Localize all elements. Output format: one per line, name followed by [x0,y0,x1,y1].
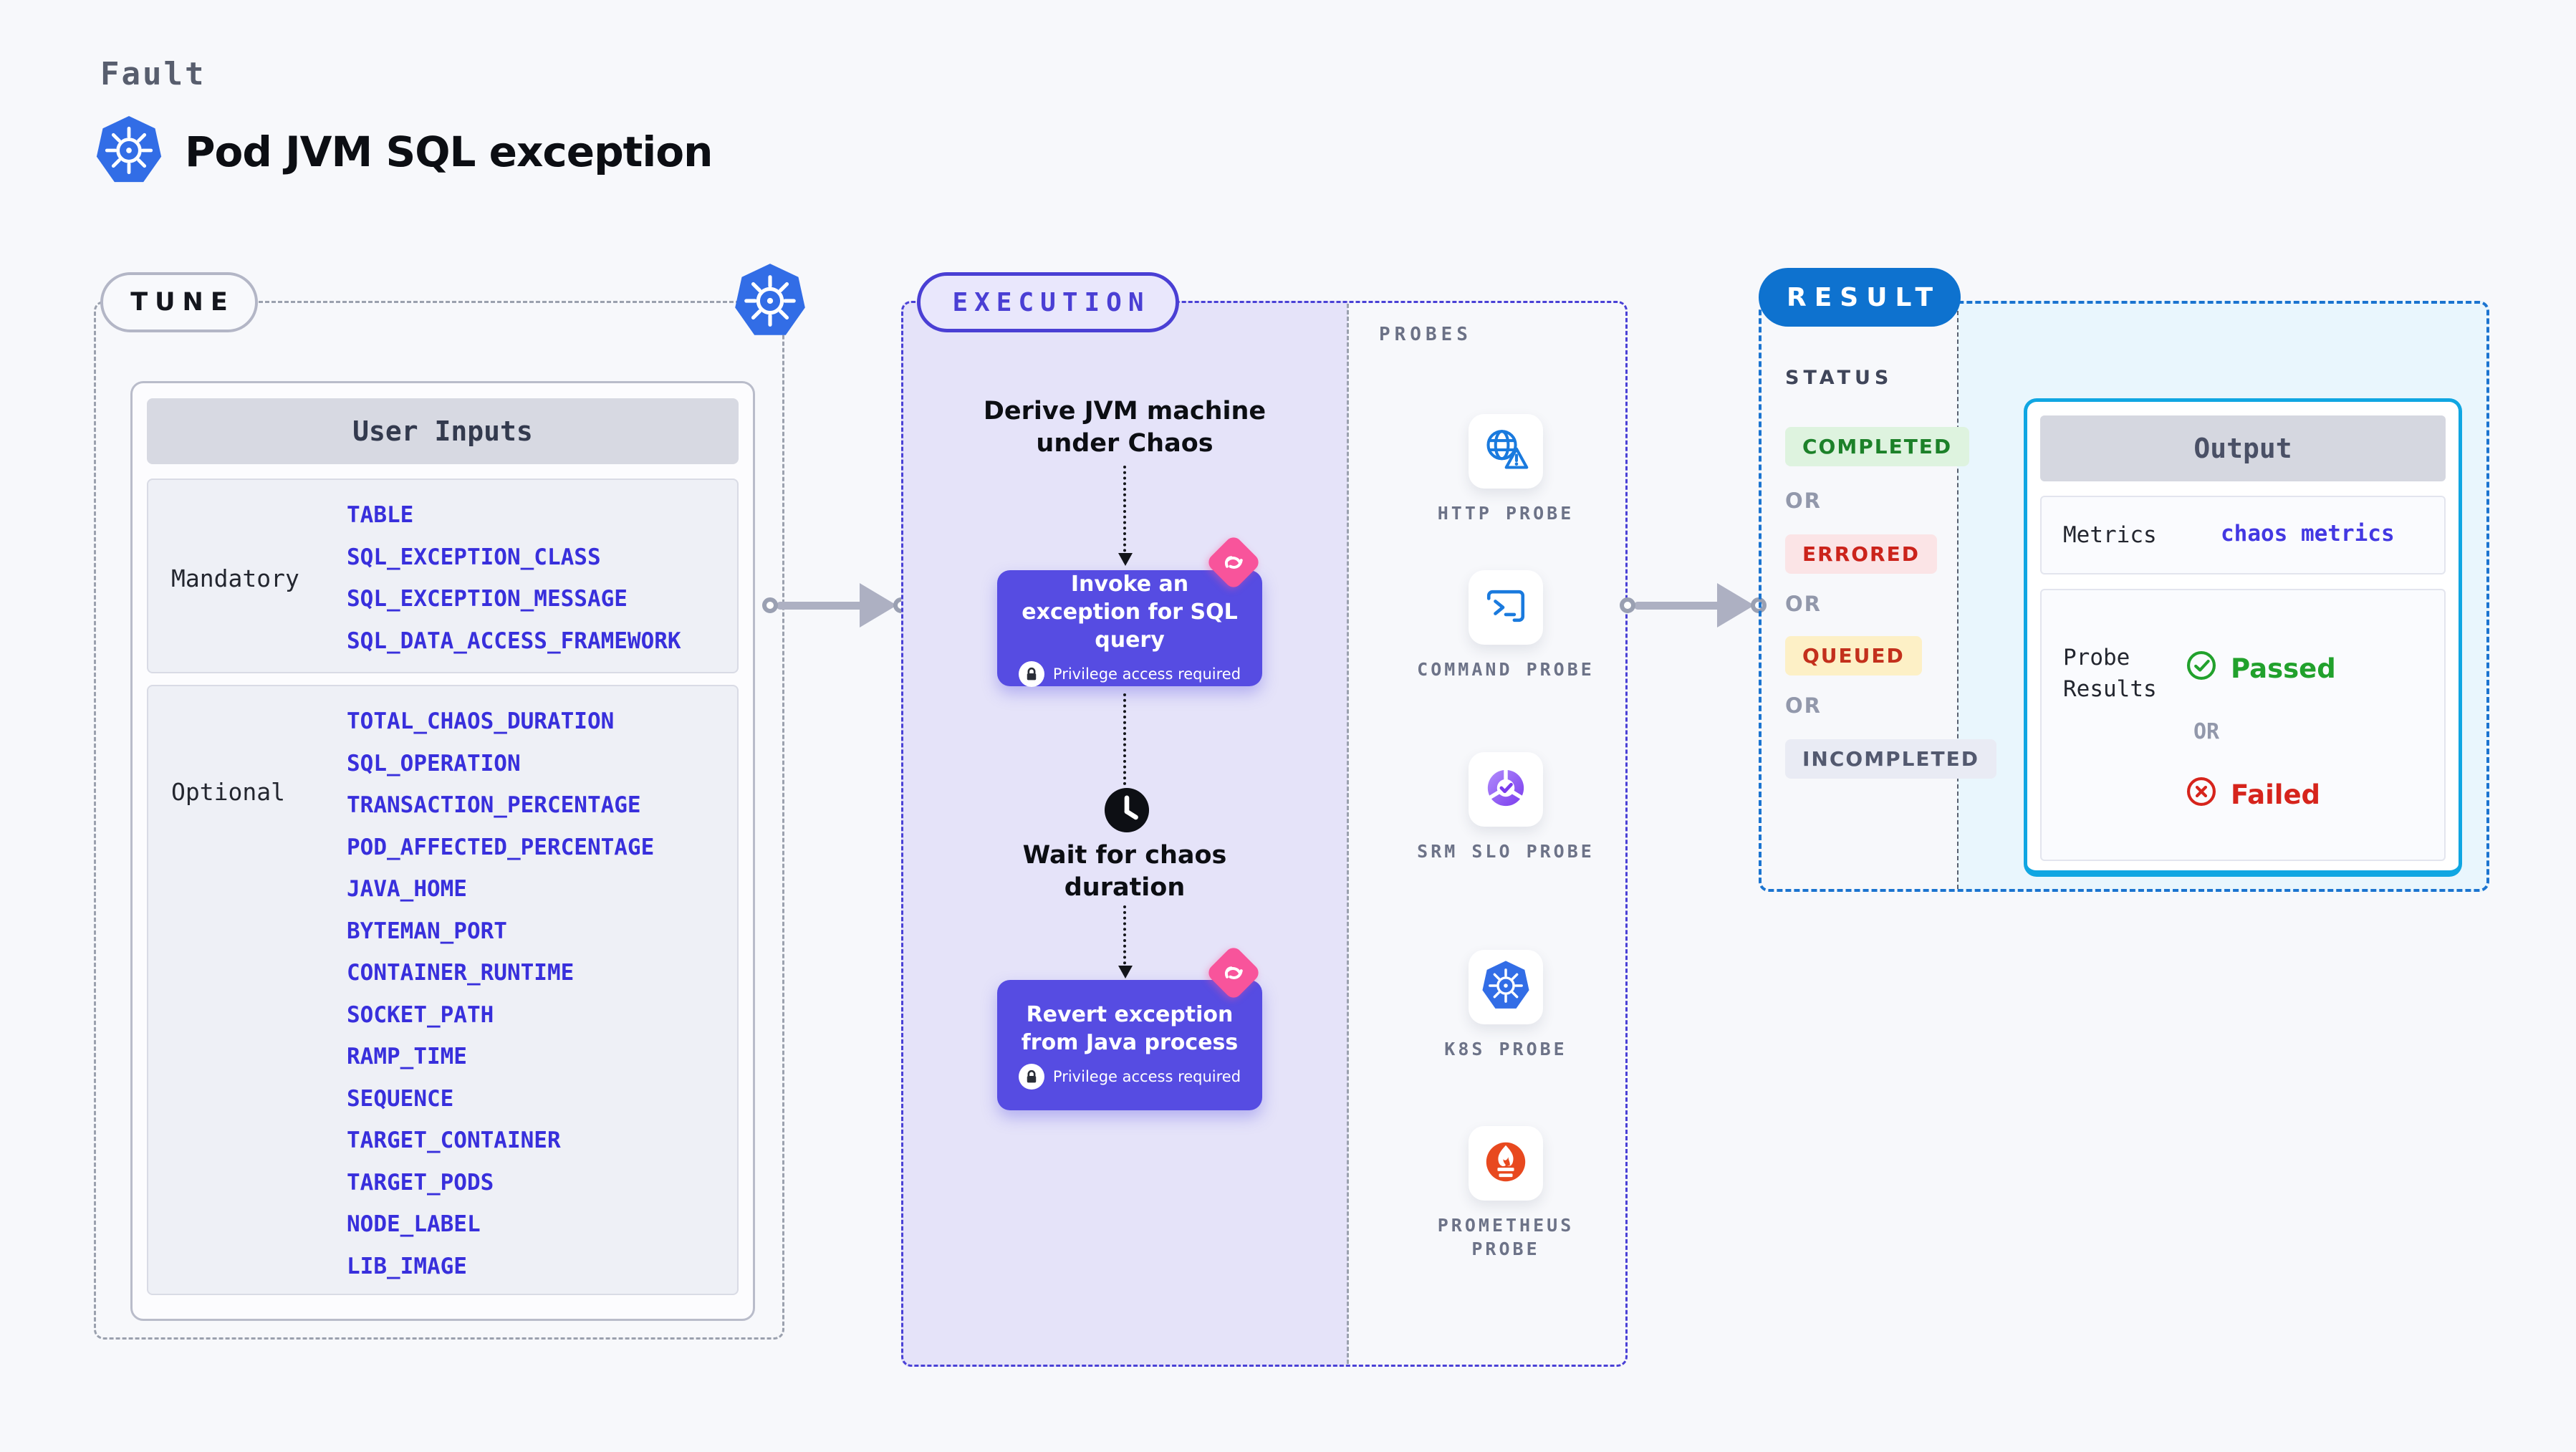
check-circle-icon [2185,649,2218,688]
revert-node-title: Revert exception from Java process [1021,1002,1239,1055]
probes-label: PROBES [1379,324,1472,345]
execution-badge: EXECUTION [917,272,1179,332]
kubernetes-icon [733,262,807,342]
prometheus-flame-icon [1481,1138,1530,1189]
param-item: TABLE [347,502,414,529]
metrics-row: Metrics chaos metrics [2040,496,2446,574]
privilege-row: Privilege access required [1018,660,1241,687]
or-text: OR [1785,592,1822,616]
flow-connector [1118,905,1133,979]
param-item: TARGET_PODS [347,1169,494,1196]
flow-connector [1118,466,1133,566]
param-item: TOTAL_CHAOS_DURATION [347,708,615,735]
param-item: BYTEMAN_PORT [347,918,507,944]
privilege-note: Privilege access required [1052,665,1241,683]
revert-exception-node: Revert exception from Java process Privi… [997,980,1262,1110]
invoke-node-title: Invoke an exception for SQL query [1022,571,1238,653]
tune-section-box [94,301,784,1340]
result-divider [1957,304,1959,889]
param-item: TARGET_CONTAINER [347,1128,561,1154]
probe-label: PROMETHEUS PROBE [1437,1215,1575,1259]
invoke-exception-node: Invoke an exception for SQL query Privil… [997,570,1262,687]
kubernetes-icon [1481,960,1531,1014]
failed-label: Failed [2231,779,2321,810]
param-item: RAMP_TIME [347,1044,467,1070]
execution-to-result-arrow [1617,580,1771,630]
probe-results-label: Probe Results [2063,645,2157,702]
param-item: NODE_LABEL [347,1211,481,1238]
chaos-scenario-icon [1205,944,1262,1001]
result-section-box [1759,301,2489,892]
probe-label: HTTP PROBE [1437,503,1575,524]
tune-badge: TUNE [100,272,258,332]
tune-to-execution-arrow [759,580,913,630]
param-item: CONTAINER_RUNTIME [347,960,575,986]
terminal-icon [1482,582,1529,633]
or-text: OR [1785,693,1822,718]
status-label: STATUS [1785,367,1893,389]
passed-label: Passed [2231,653,2336,684]
http-probe-card [1469,414,1543,489]
optional-label: Optional [171,778,285,806]
probe-label: COMMAND PROBE [1417,659,1595,680]
lock-icon [1018,660,1044,687]
param-item: SQL_OPERATION [347,750,521,777]
param-item: SEQUENCE [347,1085,454,1112]
passed-verdict: Passed [2185,649,2336,688]
optional-params-card: Optional TOTAL_CHAOS_DURATION SQL_OPERAT… [147,685,739,1295]
param-item: JAVA_HOME [347,876,467,903]
derive-step: Derive JVM machine under Chaos [983,397,1267,458]
status-badge-incompleted: INCOMPLETED [1785,739,1997,779]
wait-step: Wait for chaos duration [1022,841,1227,902]
metrics-label: Metrics [2063,522,2157,548]
fault-kicker: Fault [100,56,206,92]
param-item: TRANSACTION_PERCENTAGE [347,792,641,819]
or-text: OR [2193,719,2220,744]
probe-label: SRM SLO PROBE [1417,841,1595,862]
probe-results-row: Probe Results Passed OR Failed [2040,589,2446,861]
page-title: Pod JVM SQL exception [185,128,713,176]
fault-title-row: Pod JVM SQL exception [95,115,713,189]
mandatory-label: Mandatory [171,564,299,592]
result-badge: RESULT [1759,268,1961,327]
x-circle-icon [2185,775,2218,814]
metrics-value: chaos metrics [2221,521,2395,547]
param-item: POD_AFFECTED_PERCENTAGE [347,834,655,860]
or-text: OR [1785,489,1822,513]
failed-verdict: Failed [2185,775,2320,814]
lock-icon [1018,1064,1044,1090]
optional-param-list: TOTAL_CHAOS_DURATION SQL_OPERATION TRANS… [347,701,654,1287]
privilege-note: Privilege access required [1052,1068,1241,1085]
param-item: SQL_EXCEPTION_CLASS [347,544,601,570]
status-badge-completed: COMPLETED [1785,427,1970,466]
output-header: Output [2040,415,2446,481]
status-badge-errored: ERRORED [1785,534,1937,574]
chaos-scenario-icon [1205,534,1262,591]
clock-icon [1103,787,1150,837]
srm-slo-probe-card [1469,752,1543,827]
privilege-row: Privilege access required [1018,1064,1241,1090]
kubernetes-icon [95,115,163,189]
globe-alert-icon [1481,425,1530,477]
probe-label: K8S PROBE [1444,1039,1567,1059]
user-inputs-header: User Inputs [147,398,739,464]
prometheus-probe-card [1469,1126,1543,1201]
param-item: SQL_EXCEPTION_MESSAGE [347,586,628,612]
param-item: LIB_IMAGE [347,1253,467,1279]
execution-probes-divider [1347,304,1349,1364]
slo-gauge-icon [1481,764,1530,815]
flow-connector [1123,693,1126,785]
mandatory-params-card: Mandatory TABLE SQL_EXCEPTION_CLASS SQL_… [147,479,739,673]
k8s-probe-card [1469,950,1543,1024]
status-badge-queued: QUEUED [1785,636,1922,675]
execution-section-box [901,301,1628,1367]
param-item: SOCKET_PATH [347,1001,494,1028]
mandatory-param-list: TABLE SQL_EXCEPTION_CLASS SQL_EXCEPTION_… [347,494,681,662]
command-probe-card [1469,570,1543,645]
param-item: SQL_DATA_ACCESS_FRAMEWORK [347,628,681,654]
